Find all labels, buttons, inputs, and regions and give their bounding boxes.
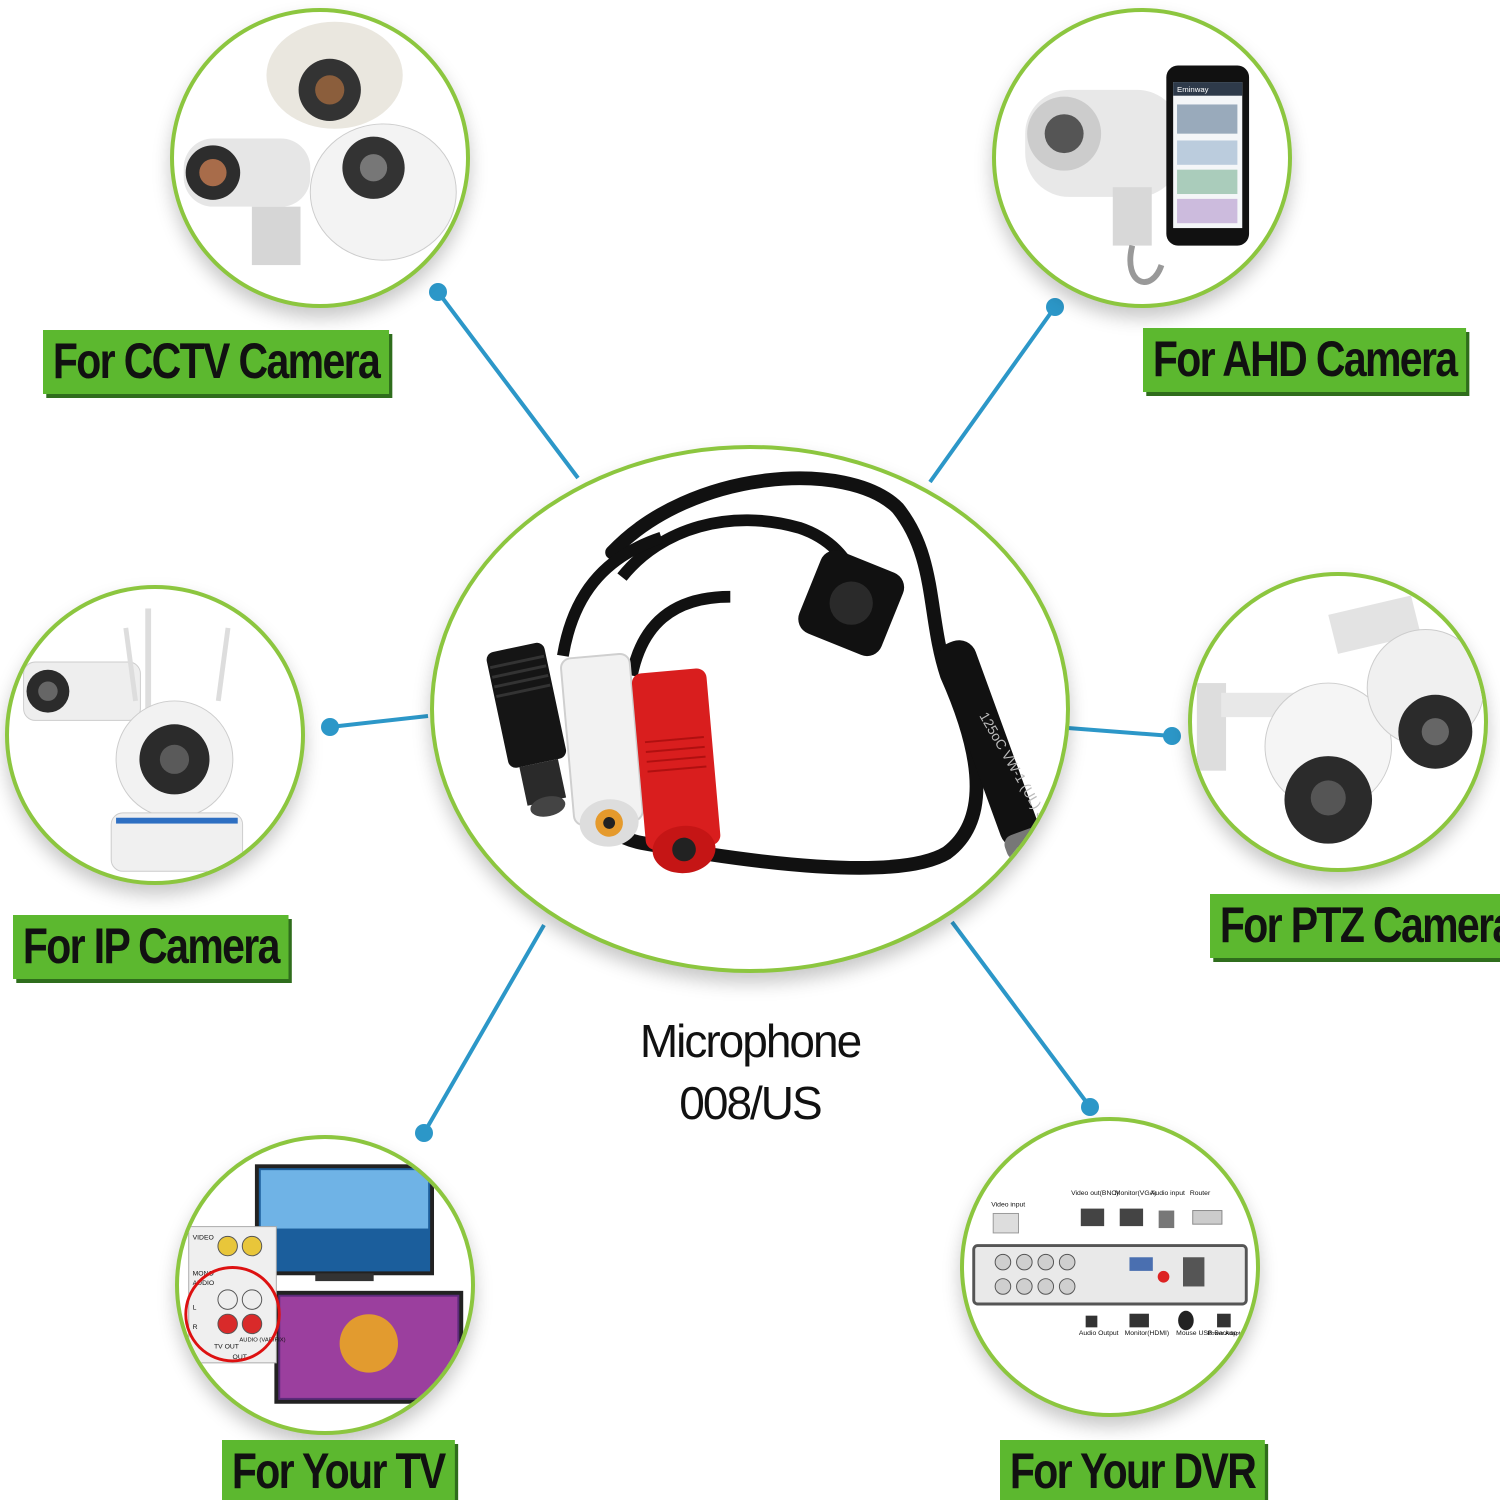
dvr-label-monitor-hdmi: Monitor(HDMI) xyxy=(1125,1330,1170,1337)
tv-panel-out: OUT xyxy=(233,1354,247,1361)
tv-panel-tv-out: TV OUT xyxy=(214,1343,239,1350)
ahd-camera-phone-image: Eminway xyxy=(1025,65,1250,285)
dvr-label-mouse-usb-backup: Mouse USB Backup xyxy=(1176,1330,1237,1337)
tv-bubble: VIDEO MONO AUDIO L R TV OUT AUDIO (VAR/F… xyxy=(175,1135,475,1435)
connector-ptz xyxy=(1067,726,1173,738)
connector-tv xyxy=(422,924,546,1134)
connector-dvr xyxy=(950,920,1092,1109)
connector-ip xyxy=(329,714,429,729)
dvr-bubble: Video input Video out(BNC) Monitor(VGA) … xyxy=(960,1117,1260,1417)
dot-tv xyxy=(415,1124,433,1142)
dvr-label-power-adapter: Power Adapter xyxy=(1207,1331,1245,1337)
label-ptz: For PTZ Camera xyxy=(1210,894,1500,958)
microphone-cable-image: 125oC VW-1 (UL) 3.0 LF xyxy=(486,471,1065,875)
tv-panel-audio-var-fix: AUDIO (VAR/FIX) xyxy=(239,1337,285,1343)
connector-ahd xyxy=(928,305,1057,484)
connector-cctv xyxy=(436,290,580,480)
tv-panel-audio: AUDIO xyxy=(193,1280,215,1287)
ahd-bubble: Eminway xyxy=(992,8,1292,308)
dvr-label-video-out-bnc: Video out(BNC) xyxy=(1071,1190,1118,1197)
ptz-bubble xyxy=(1188,572,1488,872)
dot-dvr xyxy=(1081,1098,1099,1116)
dot-ip xyxy=(321,718,339,736)
product-name: Microphone xyxy=(639,1015,862,1067)
dot-ptz xyxy=(1163,727,1181,745)
dot-ahd xyxy=(1046,298,1064,316)
dvr-label-video-input: Video input xyxy=(991,1202,1025,1209)
tv-panel-r: R xyxy=(193,1324,198,1331)
dvr-label-monitor-vga: Monitor(VGA) xyxy=(1115,1190,1157,1197)
label-tv: For Your TV xyxy=(222,1440,455,1500)
phone-app-title: Eminway xyxy=(1177,85,1209,94)
tv-panel-video: VIDEO xyxy=(193,1234,214,1241)
dvr-label-router: Router xyxy=(1190,1190,1211,1197)
dot-cctv xyxy=(429,283,447,301)
label-ip: For IP Camera xyxy=(13,915,289,979)
label-ahd: For AHD Camera xyxy=(1143,328,1467,392)
tv-av-ports-image: VIDEO MONO AUDIO L R TV OUT AUDIO (VAR/F… xyxy=(184,1164,464,1404)
cctv-cameras-image xyxy=(183,21,457,266)
ptz-cameras-image xyxy=(1196,595,1484,844)
product-model: 008/US xyxy=(679,1077,822,1129)
dvr-connection-diagram-image: Video input Video out(BNC) Monitor(VGA) … xyxy=(972,1190,1248,1337)
product-caption: Microphone 008/US xyxy=(600,1010,900,1134)
label-dvr: For Your DVR xyxy=(1000,1440,1266,1500)
tv-panel-l: L xyxy=(193,1304,197,1311)
dvr-label-audio-input: Audio input xyxy=(1151,1190,1185,1197)
center-microphone-bubble: 125oC VW-1 (UL) 3.0 LF xyxy=(430,445,1070,973)
ip-cameras-image xyxy=(23,608,244,872)
label-cctv: For CCTV Camera xyxy=(43,330,389,394)
ip-bubble xyxy=(5,585,305,885)
cctv-bubble xyxy=(170,8,470,308)
tv-panel-mono: MONO xyxy=(193,1270,214,1277)
dvr-label-audio-output: Audio Output xyxy=(1079,1330,1119,1337)
